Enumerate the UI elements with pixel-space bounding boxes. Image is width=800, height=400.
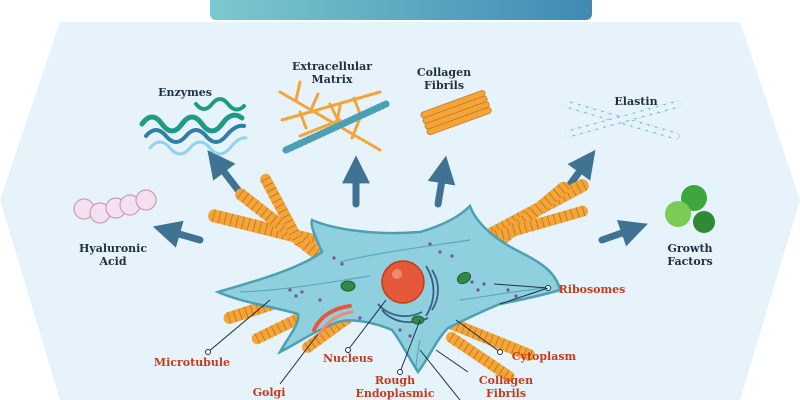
- elastin-fibers-icon: [562, 100, 682, 140]
- arrow-to-collagen: [427, 155, 456, 208]
- ribosome-dots: [288, 242, 518, 338]
- label-collagen-fibrils-bottom: Collagen Fibrils: [478, 374, 534, 400]
- label-enzymes: Enzymes: [158, 86, 212, 99]
- label-extracellular-matrix: Extracellular Matrix: [291, 60, 373, 86]
- hyaluronic-chain-icon: [73, 189, 157, 224]
- mitochondria: [340, 271, 472, 325]
- enzyme-ribbons-icon: [139, 97, 248, 156]
- growth-factor-blobs-icon: [665, 185, 715, 233]
- arrow-to-growth-factors: [598, 219, 648, 247]
- arrow-to-elastin: [562, 149, 596, 194]
- label-collagen-fibrils-top: Collagen Fibrils: [416, 66, 472, 92]
- label-ribosomes: Ribosomes: [558, 283, 626, 296]
- arrow-to-hyaluronic: [152, 220, 204, 248]
- matrix-network-icon: [278, 80, 390, 154]
- leader-lines: [205, 283, 551, 400]
- output-arrows: [152, 149, 648, 248]
- title-banner: [210, 0, 592, 20]
- nucleus-organelle: [381, 260, 425, 304]
- golgi-apparatus: [312, 304, 354, 336]
- label-cytoplasm: Cytoplasm: [511, 350, 577, 363]
- label-golgi: Golgi: [252, 386, 286, 399]
- label-hyaluronic-acid: Hyaluronic Acid: [78, 242, 148, 268]
- label-microtubule: Microtubule: [153, 356, 231, 369]
- cytoskeleton-lines: [239, 239, 549, 369]
- label-nucleus: Nucleus: [322, 352, 374, 365]
- collagen-bundle-icon: [420, 90, 492, 136]
- arrow-to-enzymes: [207, 150, 242, 194]
- label-growth-factors: Growth Factors: [667, 242, 713, 268]
- label-elastin: Elastin: [614, 95, 658, 108]
- label-rough-er: Rough Endoplasmic: [355, 374, 435, 400]
